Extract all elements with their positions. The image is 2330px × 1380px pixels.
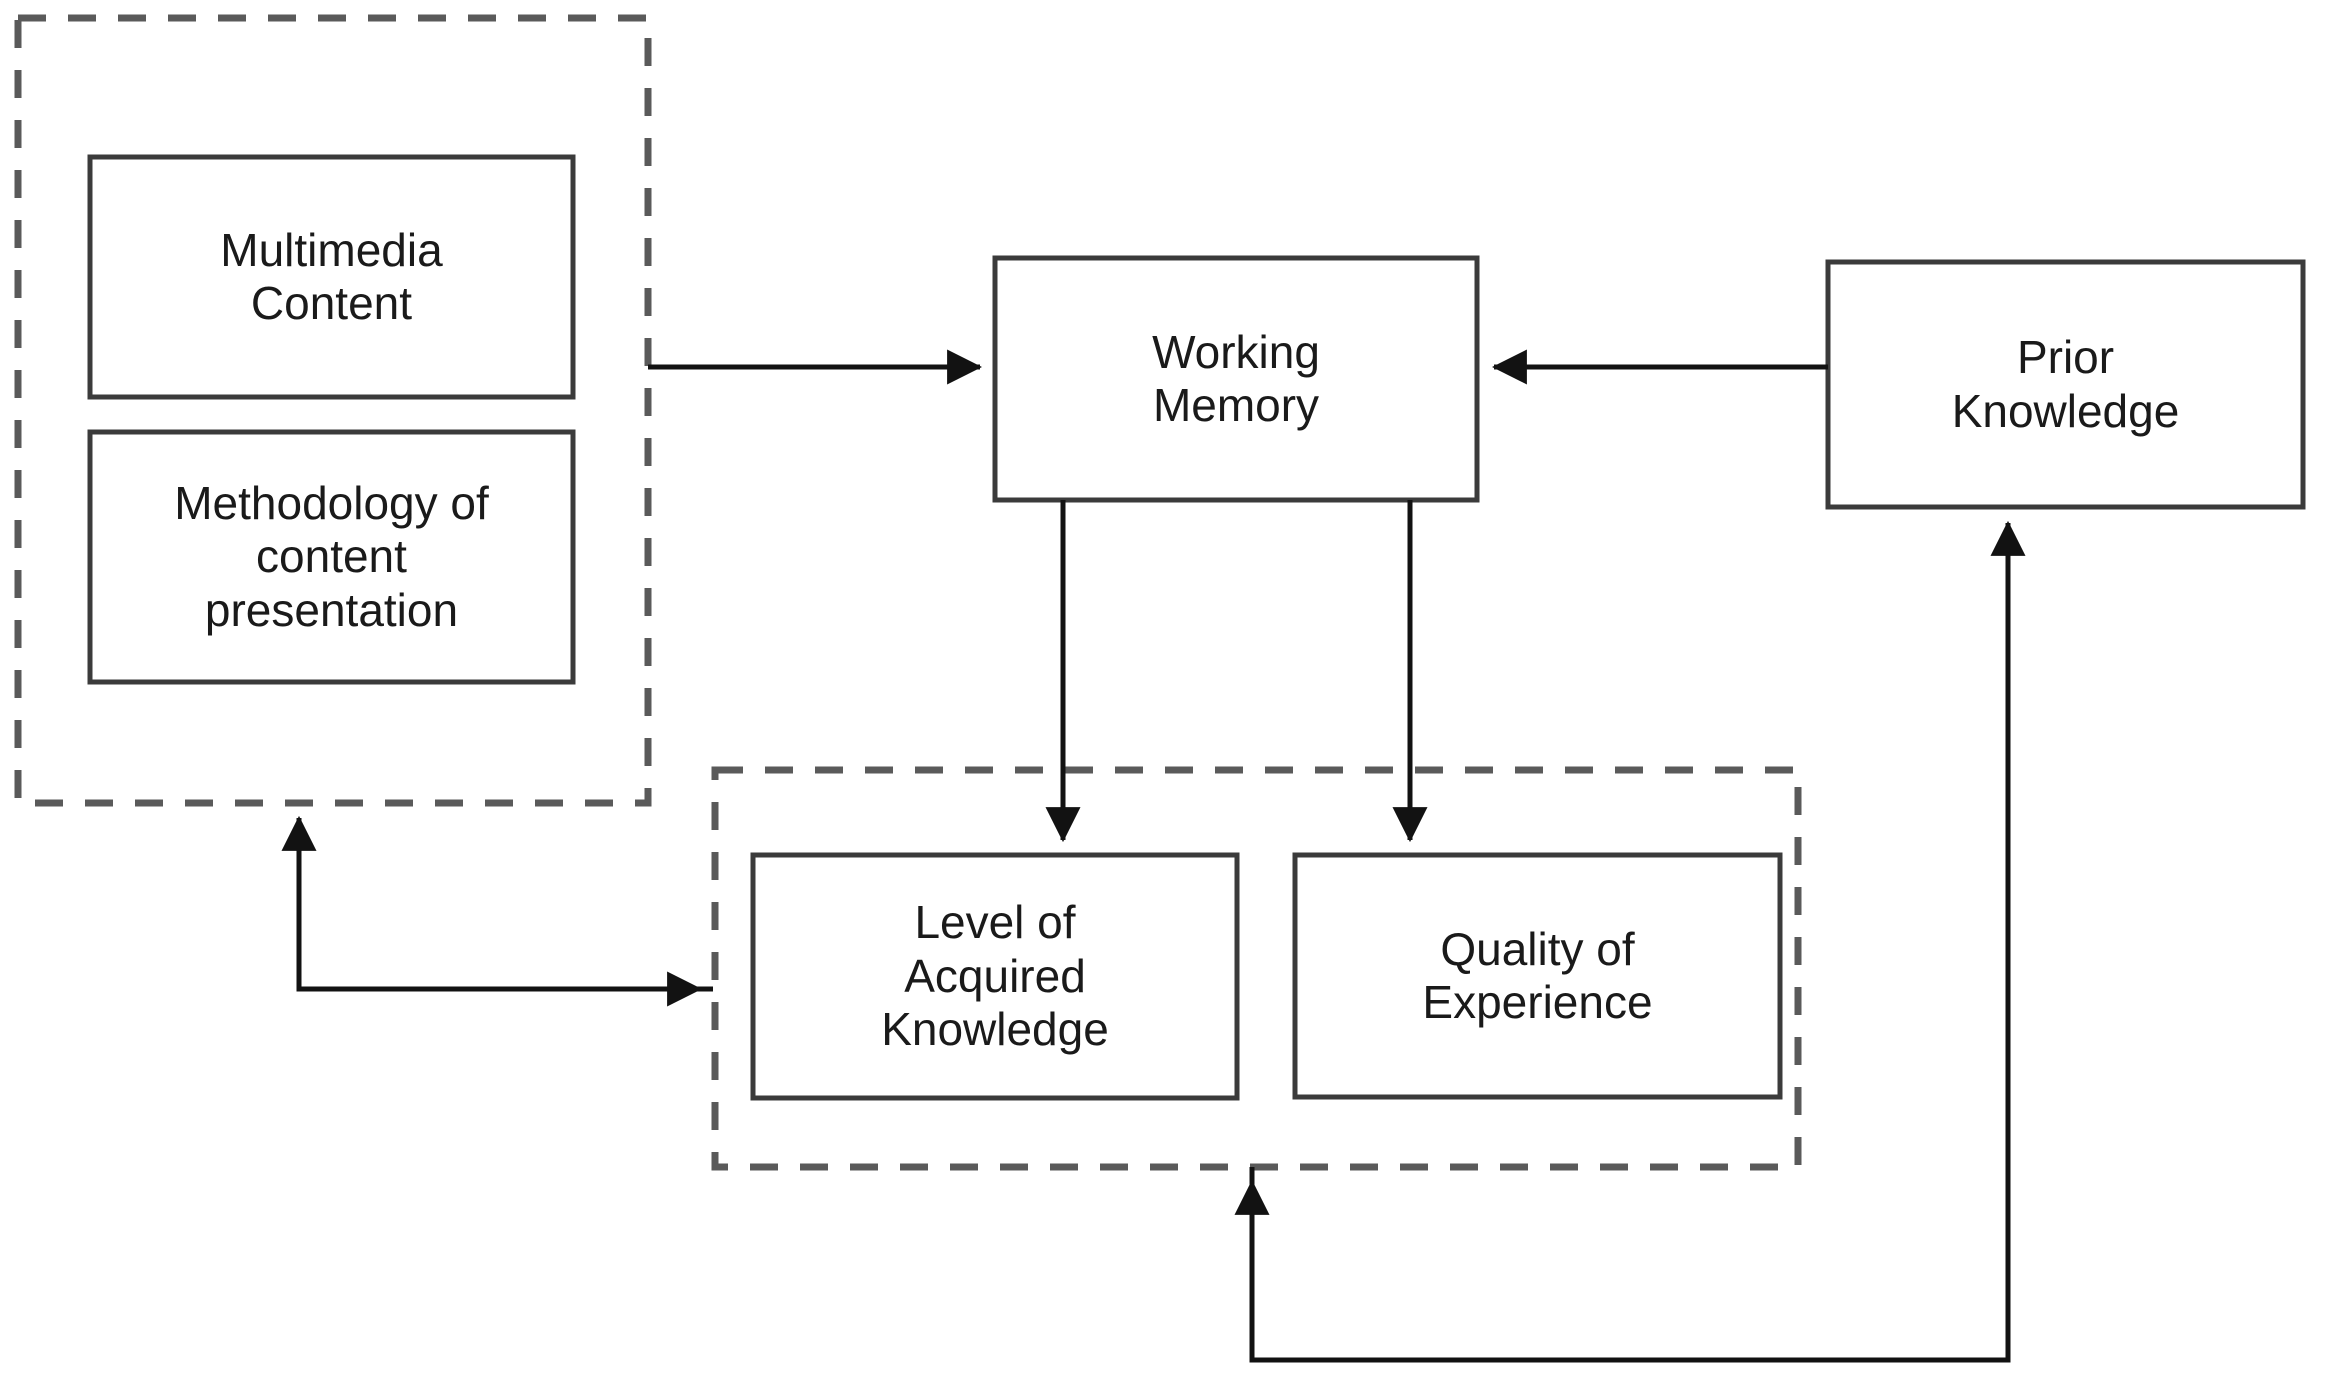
- working-memory-box[interactable]: [992, 255, 1480, 503]
- level-of-acquired-knowledge-box[interactable]: [750, 852, 1240, 1101]
- edge-feedback-to-input-group: [281, 815, 713, 992]
- multimedia-content-box[interactable]: [87, 154, 576, 400]
- quality-of-experience-box[interactable]: [1292, 852, 1783, 1100]
- learning-outcomes-group: [711, 766, 1802, 1171]
- methodology-of-content-presentation-box[interactable]: [87, 429, 576, 685]
- input-factors-group: [14, 14, 652, 807]
- prior-knowledge-box[interactable]: [1825, 259, 2306, 510]
- edge-feedback-to-prior-knowledge: [1249, 520, 2026, 1363]
